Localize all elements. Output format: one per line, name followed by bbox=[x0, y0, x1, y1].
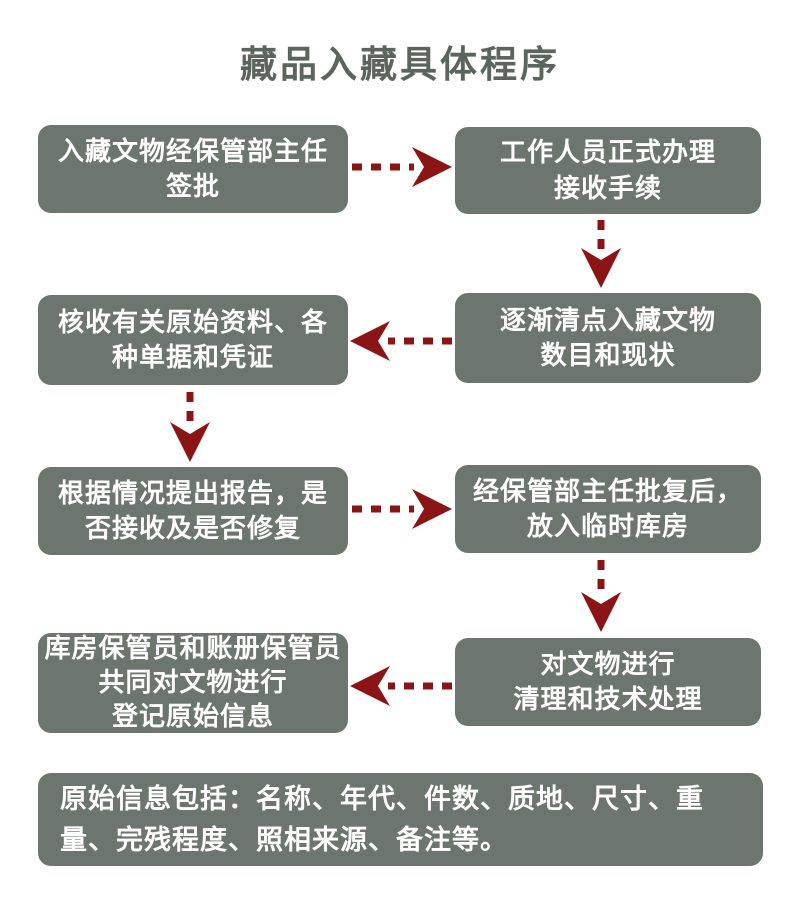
flow-box-sign-approval: 入藏文物经保管部主任 签批 bbox=[38, 125, 348, 213]
flow-box-temporary-storage: 经保管部主任批复后， 放入临时库房 bbox=[455, 465, 761, 553]
arrow-submit-report-to-temporary-storage bbox=[352, 489, 452, 529]
flow-box-handle-reception: 工作人员正式办理 接收手续 bbox=[455, 127, 761, 214]
flow-box-submit-report: 根据情况提出报告，是 否接收及是否修复 bbox=[38, 467, 348, 555]
note-box-text: 原始信息包括：名称、年代、件数、质地、尺寸、重量、完残程度、照相来源、备注等。 bbox=[60, 784, 704, 855]
arrow-clean-treat-to-register-info bbox=[350, 666, 452, 706]
flow-box-clean-treat: 对文物进行 清理和技术处理 bbox=[455, 638, 761, 726]
arrow-verify-documents-to-submit-report bbox=[170, 392, 210, 462]
flow-box-register-info: 库房保管员和账册保管员 共同对文物进行 登记原始信息 bbox=[38, 633, 348, 733]
arrow-handle-reception-to-count-relics bbox=[581, 220, 621, 288]
arrow-sign-approval-to-handle-reception bbox=[352, 147, 452, 187]
page-title: 藏品入藏具体程序 bbox=[240, 45, 560, 86]
arrow-temporary-storage-to-clean-treat bbox=[581, 560, 621, 632]
note-box-original-info: 原始信息包括：名称、年代、件数、质地、尺寸、重量、完残程度、照相来源、备注等。 bbox=[38, 773, 763, 866]
flow-box-count-relics: 逐渐清点入藏文物 数目和现状 bbox=[455, 293, 761, 383]
flow-box-verify-documents: 核收有关原始资料、各 种单据和凭证 bbox=[38, 295, 348, 385]
arrow-count-relics-to-verify-documents bbox=[350, 321, 452, 361]
